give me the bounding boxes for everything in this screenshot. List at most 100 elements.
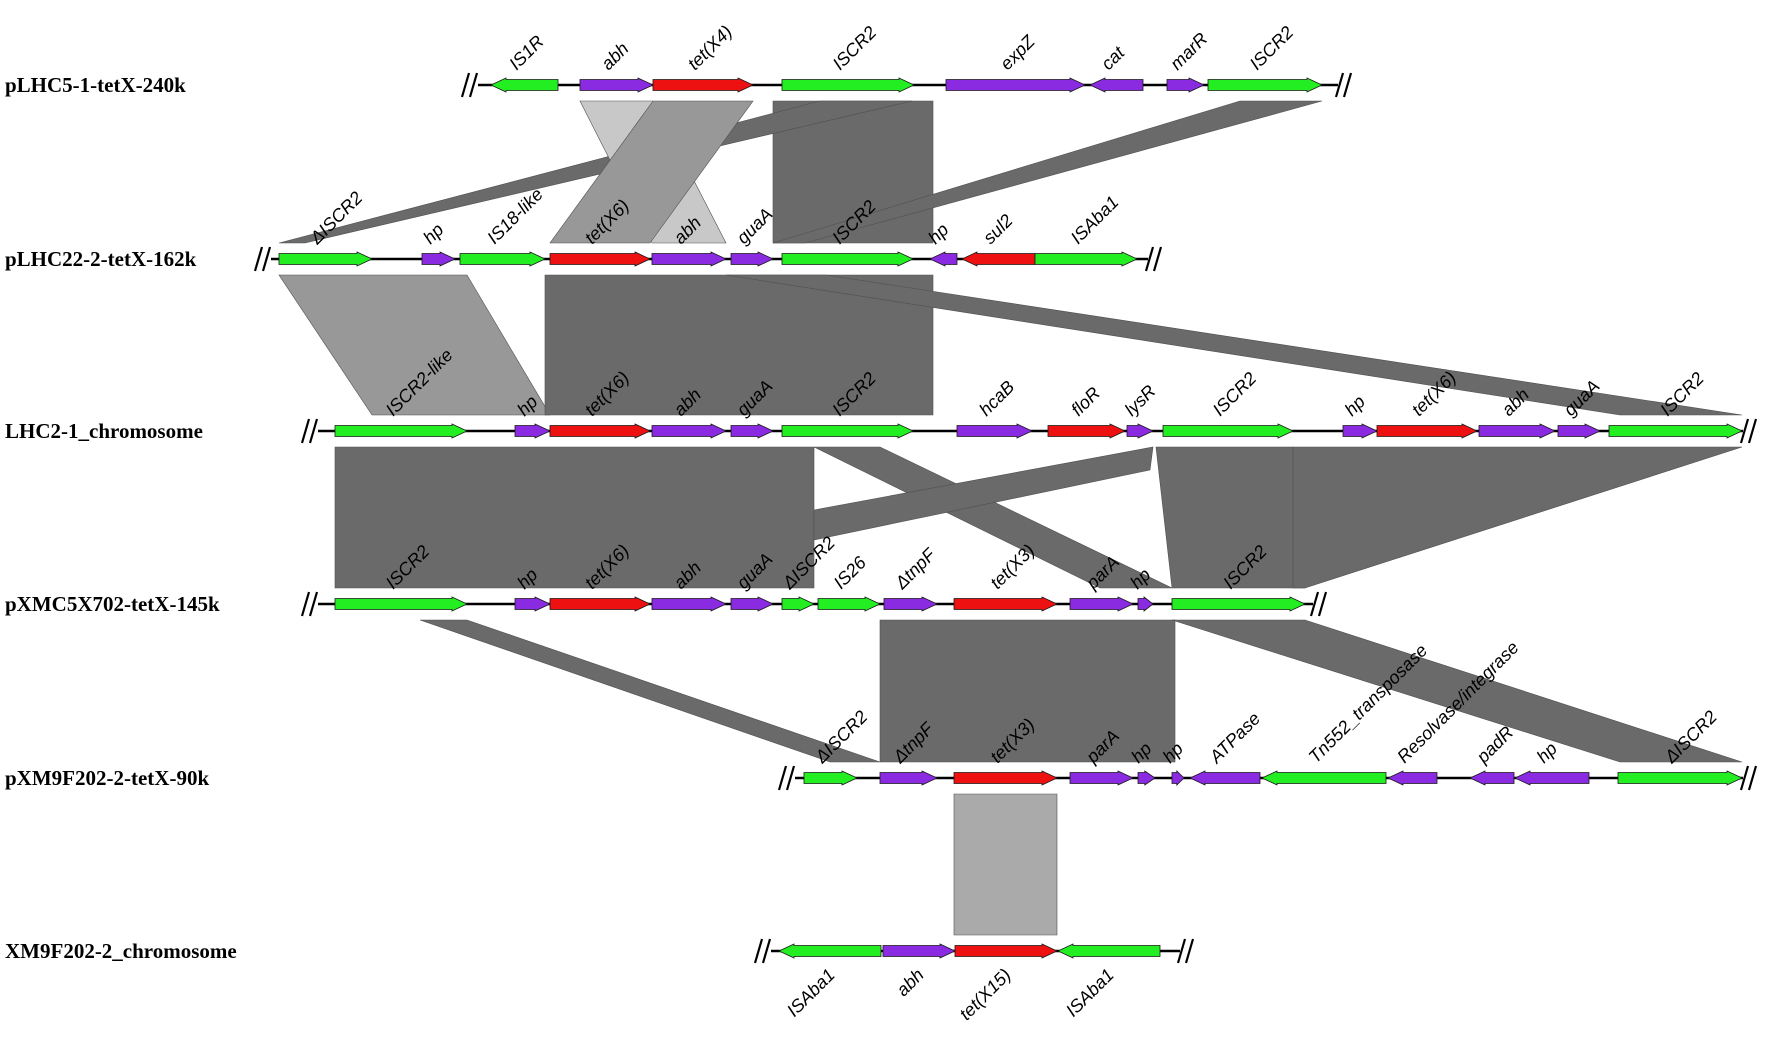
gene-arrow: [945, 77, 1086, 93]
gene-IS1R: IS1R: [490, 31, 559, 93]
gene-label: abh: [892, 965, 927, 1000]
gene-label: ISAba1: [783, 965, 839, 1021]
gene-tet(X4): tet(X4): [652, 21, 754, 93]
gene-expZ: expZ: [945, 31, 1086, 93]
gene-arrow: [421, 251, 456, 267]
gene-padR: padR: [1469, 722, 1517, 786]
gene-arrow: [1166, 77, 1205, 93]
gene-label: ISCR2: [829, 22, 881, 74]
gene-arrow: [803, 770, 858, 786]
gene-arrow: [579, 77, 654, 93]
gene-arrow: [781, 596, 815, 612]
gene-arrow: [278, 251, 373, 267]
gene-arrow: [1387, 770, 1438, 786]
gene-arrow: [817, 596, 881, 612]
gene-cat: cat: [1089, 42, 1144, 93]
gene-arrow: [549, 596, 651, 612]
right-break-mark-a: [1334, 72, 1345, 98]
gene-arrow: [1089, 77, 1144, 93]
gene-label: lysR: [1121, 381, 1160, 420]
gene-arrow: [879, 770, 938, 786]
gene-label: ΔISCR2: [305, 188, 366, 249]
left-break-mark-b: [761, 938, 772, 964]
gene-ISAba1: ISAba1: [1034, 192, 1138, 267]
left-break-mark-a: [777, 765, 788, 791]
left-break-mark-b: [261, 246, 272, 272]
gene-arrow: [652, 77, 754, 93]
gene-arrow: [956, 423, 1033, 439]
gene-arrow: [1342, 423, 1378, 439]
track-name: pXM9F202-2-tetX-90k: [5, 766, 209, 790]
gene-label: tet(X15): [955, 965, 1014, 1024]
right-break-mark-a: [1176, 938, 1187, 964]
gene-label: cat: [1097, 42, 1129, 74]
left-break-mark-b: [468, 72, 479, 98]
gene-arrow: [1478, 423, 1556, 439]
gene-arrow: [651, 423, 727, 439]
right-break-mark-a: [1739, 418, 1750, 444]
gene-arrow: [1034, 251, 1138, 267]
right-break-mark-a: [1309, 591, 1320, 617]
homology-region-16: [1171, 619, 1743, 763]
right-break-mark-a: [1739, 765, 1750, 791]
gene-arrow: [1189, 770, 1261, 786]
gene-arrow: [549, 423, 651, 439]
left-break-mark-b: [308, 418, 319, 444]
gene-label: abh: [597, 38, 632, 73]
gene-ISCR2: ISCR2: [1207, 22, 1323, 93]
homology-regions: [278, 100, 1743, 936]
gene-label: marR: [1166, 29, 1211, 74]
gene-label: hp: [1533, 739, 1561, 767]
gene-arrow: [1069, 770, 1134, 786]
gene-ISAba1: ISAba1: [1057, 943, 1161, 1021]
gene-arrow: [730, 596, 774, 612]
gene-arrow: [459, 251, 546, 267]
gene-arrow: [549, 251, 651, 267]
homology-region-5: [549, 100, 754, 244]
gene-arrow: [1608, 423, 1743, 439]
gene-arrow: [1047, 423, 1126, 439]
gene-arrow: [953, 770, 1058, 786]
gene-lysR: lysR: [1121, 381, 1160, 439]
gene-arrow: [1126, 423, 1154, 439]
homology-region-13: [813, 446, 1154, 541]
homology-region-17: [953, 793, 1058, 936]
gene-ISCR2: ISCR2: [1162, 368, 1294, 439]
gene-arrow: [929, 251, 958, 267]
homology-region-2: [278, 100, 913, 244]
gene-label: tet(X3): [986, 540, 1038, 592]
homology-region-3: [772, 100, 1323, 244]
homology-region-15: [419, 619, 881, 763]
gene-arrow: [651, 251, 727, 267]
right-break-mark-b: [1747, 765, 1758, 791]
gene-abh: abh: [579, 38, 654, 93]
gene-ISAba1: ISAba1: [778, 943, 882, 1021]
gene-arrow: [1376, 423, 1478, 439]
homology-region-8: [725, 274, 1743, 416]
left-break-mark-a: [253, 246, 264, 272]
gene-arrow: [961, 251, 1036, 267]
gene-label: ISCR2: [1246, 22, 1298, 74]
left-break-mark-b: [785, 765, 796, 791]
gene-label: IS1R: [505, 31, 547, 73]
gene-arrow: [334, 423, 468, 439]
gene-arrow: [514, 423, 551, 439]
gene-ΔtnpF: ΔtnpF: [883, 544, 940, 612]
gene-abh: abh: [882, 943, 956, 1000]
gene-arrow: [1514, 770, 1590, 786]
gene-sul2: sul2: [961, 210, 1036, 267]
gene-arrow: [781, 423, 914, 439]
gene-hp: hp: [419, 220, 456, 267]
gene-arrow: [730, 423, 774, 439]
gene-arrow: [781, 77, 915, 93]
gene-label: ISCR2: [1209, 368, 1261, 420]
gene-arrow: [883, 596, 938, 612]
gene-hcaB: hcaB: [956, 377, 1033, 439]
gene-label: ATPase: [1205, 708, 1264, 767]
gene-label: ΔtnpF: [890, 544, 940, 594]
gene-tet(X15): tet(X15): [954, 943, 1058, 1024]
left-break-mark-a: [460, 72, 471, 98]
gene-label: guaA: [733, 204, 777, 248]
